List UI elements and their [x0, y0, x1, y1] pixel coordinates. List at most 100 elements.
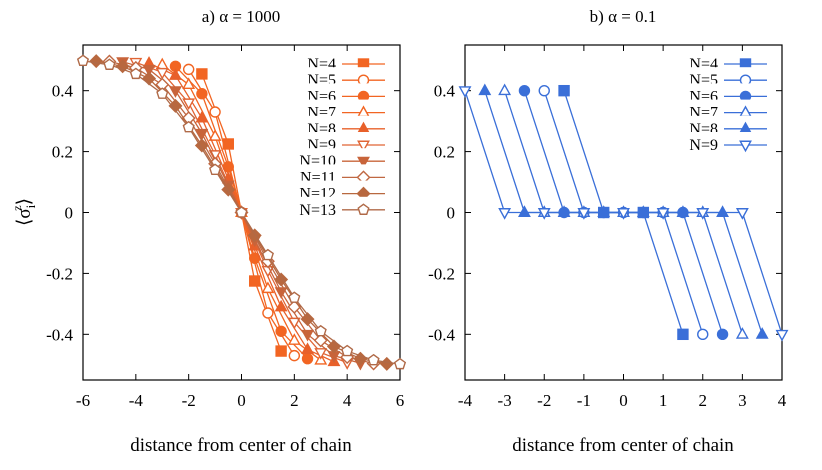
data-point: [518, 205, 531, 217]
panel-a-title: a) α = 1000: [202, 7, 280, 26]
data-point: [314, 324, 327, 337]
y-tick-label: -0.4: [428, 325, 455, 344]
data-point: [196, 88, 208, 100]
legend-marker: [739, 140, 752, 153]
x-tick-label: 0: [619, 391, 628, 410]
data-point: [275, 345, 287, 357]
data-point: [182, 120, 195, 133]
x-tick-label: -2: [182, 391, 196, 410]
legend-marker: [357, 140, 370, 153]
data-point: [195, 128, 209, 141]
data-point: [301, 329, 314, 342]
data-point: [379, 356, 394, 371]
legend-marker: [357, 156, 370, 169]
data-point: [716, 205, 729, 217]
y-axis-label-close: ⟩: [14, 198, 35, 205]
data-point: [287, 333, 301, 345]
data-point: [656, 208, 670, 220]
data-point: [115, 59, 130, 74]
data-point: [103, 58, 116, 70]
legend-marker: [357, 203, 370, 215]
data-point: [155, 67, 169, 80]
data-point: [142, 64, 156, 77]
series-n-13: [76, 54, 407, 370]
data-point: [636, 205, 650, 217]
y-tick-label: -0.2: [46, 264, 73, 283]
y-tick-label: 0.4: [52, 82, 74, 101]
x-tick-label: -6: [76, 391, 90, 410]
x-tick-label: -4: [129, 391, 144, 410]
data-point: [393, 357, 407, 370]
x-tick-label: -3: [498, 391, 512, 410]
data-point: [300, 312, 315, 327]
data-point: [169, 86, 182, 98]
data-point: [341, 344, 354, 357]
x-tick-label: 2: [290, 391, 299, 410]
x-tick-label: -4: [458, 391, 473, 410]
data-point: [716, 328, 729, 341]
y-axis-label-open: ⟨σ: [14, 208, 35, 226]
panel-b-x-axis-label: distance from center of chain: [512, 435, 734, 456]
data-point: [537, 208, 551, 220]
data-point: [156, 87, 169, 99]
data-point: [367, 353, 380, 366]
data-point: [182, 98, 196, 111]
data-point: [195, 110, 209, 123]
data-point: [275, 325, 287, 337]
x-tick-label: 4: [778, 391, 787, 410]
data-point: [168, 98, 183, 113]
legend-label: N=13: [299, 202, 336, 219]
y-axis-label-sub: i: [23, 204, 38, 208]
data-point: [458, 86, 472, 98]
x-tick-label: 1: [659, 391, 668, 410]
y-tick-label: 0.2: [434, 143, 455, 162]
data-point: [676, 205, 690, 217]
x-tick-label: 4: [343, 391, 352, 410]
data-point: [76, 54, 90, 66]
data-point: [235, 206, 248, 218]
x-tick-label: 2: [699, 391, 708, 410]
x-tick-label: 0: [237, 391, 246, 410]
y-tick-label: 0: [447, 204, 456, 223]
data-point: [538, 84, 550, 97]
data-point: [261, 248, 274, 261]
data-point: [478, 83, 492, 96]
panel-a-legend: N=4N=5N=6N=7N=8N=9N=10N=11N=12N=13: [276, 51, 391, 219]
data-point: [288, 291, 301, 303]
data-point: [182, 63, 195, 76]
data-point: [755, 327, 769, 339]
x-tick-label: -1: [577, 391, 591, 410]
data-point: [314, 348, 328, 360]
data-point: [498, 208, 512, 220]
data-point: [557, 205, 571, 217]
data-point: [208, 129, 222, 141]
data-point: [313, 333, 328, 348]
data-point: [89, 54, 104, 69]
data-point: [274, 287, 288, 299]
panel-a-x-axis-label: distance from center of chain: [130, 435, 352, 456]
data-point: [196, 68, 208, 80]
data-point: [261, 281, 275, 294]
panel-b-legend: N=4N=5N=6N=7N=8N=9: [658, 51, 773, 154]
data-point: [169, 68, 182, 80]
data-point: [558, 84, 570, 97]
data-point: [129, 67, 142, 80]
y-tick-label: 0: [65, 204, 74, 223]
data-point: [498, 83, 512, 96]
data-point: [735, 327, 749, 339]
y-tick-label: -0.2: [428, 264, 455, 283]
data-point: [301, 342, 314, 354]
x-tick-label: 3: [738, 391, 747, 410]
data-point: [735, 208, 749, 220]
data-point: [182, 77, 196, 90]
legend-label: N=9: [689, 137, 718, 154]
data-point: [597, 205, 611, 217]
data-point: [274, 299, 288, 312]
data-point: [247, 228, 262, 243]
data-point: [617, 208, 630, 220]
y-tick-label: 0.4: [434, 82, 456, 101]
panel-b-title: b) α = 0.1: [590, 7, 657, 26]
